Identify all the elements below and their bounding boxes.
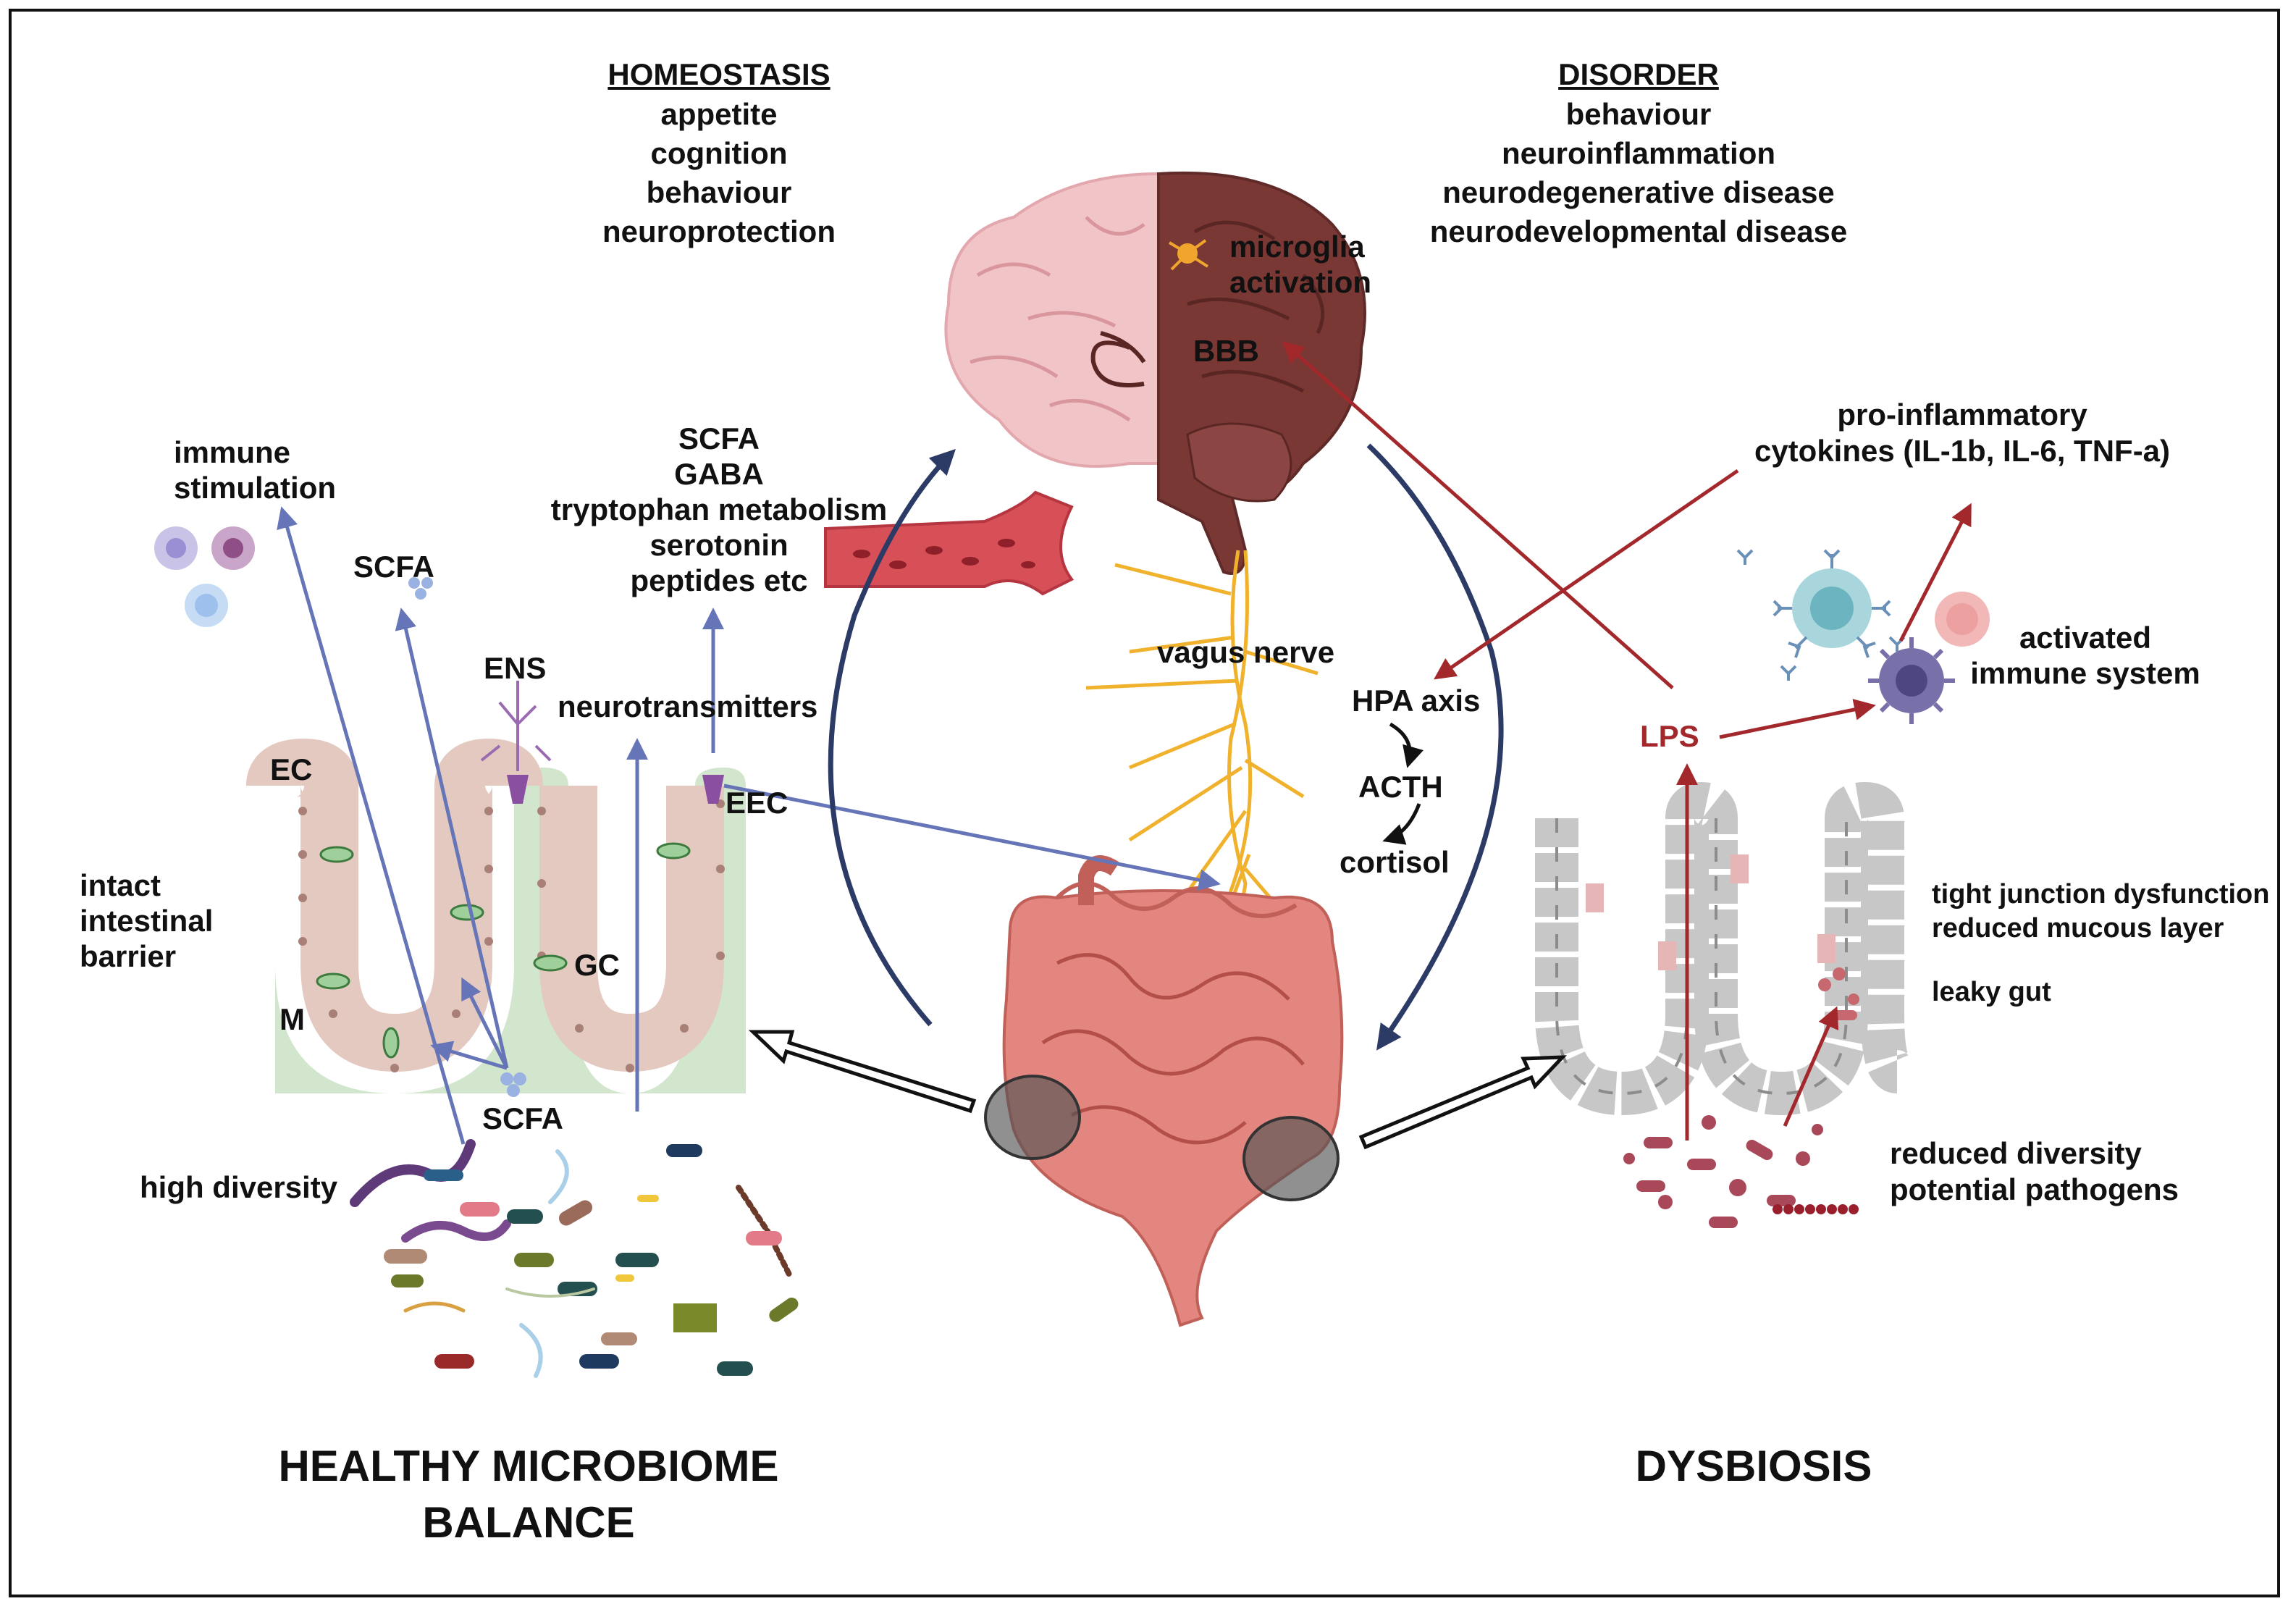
high-diversity-label: high diversity — [140, 1170, 338, 1204]
disorder-item: neurodegenerative disease — [1442, 175, 1835, 209]
damaged-microbiome — [1623, 967, 1859, 1228]
immune-cells-left — [154, 526, 255, 627]
ens-label: ENS — [484, 651, 547, 685]
intact-barrier-label: intestinal — [80, 904, 214, 938]
disorder-item: behaviour — [1565, 97, 1712, 131]
eec-label: EEC — [726, 786, 789, 820]
intestines — [984, 855, 1344, 1327]
reduced-diversity-label: potential pathogens — [1890, 1172, 2179, 1206]
scfa-label-top: SCFA — [353, 550, 435, 584]
vagus-nerve-label: vagus nerve — [1157, 635, 1335, 669]
dysbiosis-title: DYSBIOSIS — [1635, 1442, 1872, 1490]
mediator-label: SCFA — [678, 421, 760, 455]
homeostasis-item: appetite — [660, 97, 778, 131]
immune-stimulation-label: immune — [174, 435, 291, 469]
homeostasis-item: cognition — [650, 136, 788, 170]
m-label: M — [279, 1002, 305, 1036]
ec-label: EC — [270, 752, 313, 786]
acth-label: ACTH — [1358, 770, 1443, 804]
damaged-villi — [1535, 781, 1910, 1116]
mediator-label: peptides etc — [630, 563, 808, 597]
intact-barrier-label: barrier — [80, 939, 177, 973]
immune-cells-right — [1736, 549, 1990, 724]
cytokines-label: pro-inflammatory — [1837, 398, 2087, 432]
microglia-label: microglia — [1229, 230, 1365, 264]
gc-label: GC — [574, 948, 620, 982]
activated-immune-label: activated — [2019, 621, 2152, 655]
red-arrows — [1282, 341, 1972, 1140]
homeostasis-item: neuroprotection — [602, 214, 836, 248]
dark-blue-curved-arrows — [828, 443, 1504, 1051]
disorder-item: neuroinflammation — [1501, 136, 1776, 170]
tight-junction-label: reduced mucous layer — [1932, 913, 2224, 944]
scfa-dots-top — [408, 577, 433, 600]
reduced-diversity-label: reduced diversity — [1890, 1136, 2142, 1170]
cytokines-label: cytokines (IL-1b, IL-6, TNF-a) — [1754, 434, 2171, 468]
activated-immune-label: immune system — [1970, 656, 2200, 690]
hpa-arrows — [1382, 722, 1424, 845]
mediator-label: GABA — [674, 457, 764, 491]
healthy-title: HEALTHY MICROBIOME — [278, 1442, 779, 1490]
lps-label: LPS — [1640, 719, 1699, 753]
scfa-label-bottom: SCFA — [482, 1101, 564, 1135]
healthy-microbiome — [350, 1139, 799, 1378]
hollow-arrows — [748, 1030, 1568, 1150]
hpa-axis-label: HPA axis — [1352, 684, 1481, 718]
intact-barrier-label: intact — [80, 868, 161, 902]
blue-arrows — [277, 506, 1221, 1145]
bbb-label: BBB — [1193, 334, 1259, 368]
brain — [944, 171, 1366, 575]
blood-vessel — [824, 490, 1075, 596]
homeostasis-heading: HOMEOSTASIS — [607, 57, 830, 91]
leaky-gut-label: leaky gut — [1932, 977, 2051, 1007]
homeostasis-item: behaviour — [646, 175, 792, 209]
neurotransmitters-label: neurotransmitters — [558, 689, 818, 723]
tight-junction-label: tight junction dysfunction — [1932, 879, 2270, 909]
healthy-villi — [246, 681, 746, 1093]
healthy-title: BALANCE — [422, 1498, 635, 1547]
microglia-icon — [1168, 239, 1209, 271]
scfa-dots-bottom — [500, 1072, 526, 1097]
disorder-heading: DISORDER — [1558, 57, 1719, 91]
mediator-label: serotonin — [649, 528, 789, 562]
mediator-label: tryptophan metabolism — [550, 492, 888, 526]
figure-frame — [9, 9, 2280, 1597]
microglia-label: activation — [1229, 265, 1372, 299]
cortisol-label: cortisol — [1340, 845, 1450, 879]
disorder-item: neurodevelopmental disease — [1429, 214, 1848, 248]
immune-stimulation-label: stimulation — [174, 471, 337, 505]
